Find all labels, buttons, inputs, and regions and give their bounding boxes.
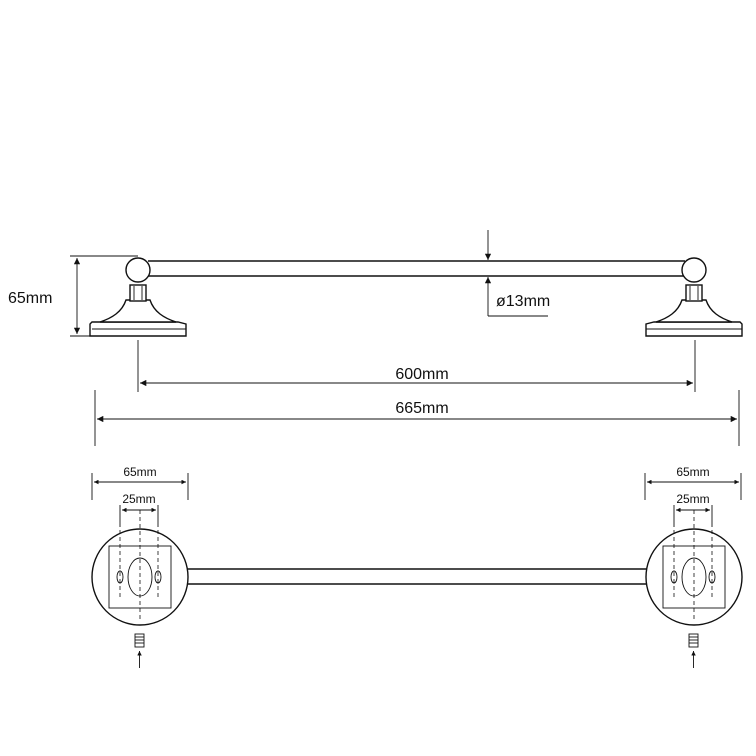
height-dimension: 65mm [8, 255, 138, 337]
right-set-screw [688, 633, 699, 668]
overall-dimension: 665mm [94, 390, 740, 446]
top-view: 65mm 25mm [91, 465, 743, 668]
left-base-plate [91, 510, 189, 626]
left-hole-dimension: 25mm [119, 492, 159, 527]
tube-diameter-callout: ø13mm [484, 230, 550, 317]
left-bracket [89, 257, 187, 337]
right-base-plate [645, 510, 743, 626]
height-label: 65mm [8, 290, 52, 307]
right-base-label: 65mm [676, 465, 709, 479]
right-hole-label: 25mm [676, 492, 709, 506]
left-hole-label: 25mm [122, 492, 155, 506]
right-base-dimension: 65mm [644, 465, 742, 500]
left-set-screw [134, 633, 145, 668]
top-rail-tube [186, 568, 648, 585]
left-base-label: 65mm [123, 465, 156, 479]
overall-label: 665mm [395, 400, 448, 417]
right-bracket [645, 257, 743, 337]
centers-dimension: 600mm [137, 340, 696, 392]
left-base-dimension: 65mm [91, 465, 189, 500]
centers-label: 600mm [395, 366, 448, 383]
side-view: 65mm ø13mm 600mm 665mm [8, 230, 743, 446]
rail-tube [148, 260, 685, 277]
tube-diameter-label: ø13mm [496, 293, 550, 310]
right-hole-dimension: 25mm [673, 492, 713, 527]
